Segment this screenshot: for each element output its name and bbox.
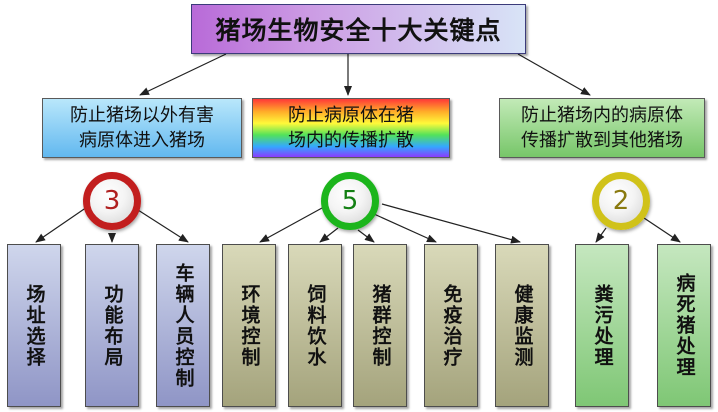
arrow-c-2 <box>643 217 681 243</box>
item-functional-layout: 功能布局 <box>85 244 139 407</box>
arrow-c-1 <box>595 227 607 243</box>
arrow-title-to-cat-a <box>139 53 227 96</box>
item-herd-control: 猪群控制 <box>353 244 407 407</box>
item-vehicle-personnel: 车辆人员控制 <box>156 244 210 407</box>
arrow-b-1 <box>259 207 323 243</box>
item-immunization: 免疫治疗 <box>424 244 478 407</box>
arrow-b-4 <box>373 213 437 243</box>
item-label: 免疫治疗 <box>440 283 463 368</box>
item-label: 饲料饮水 <box>304 283 327 368</box>
item-label: 功能布局 <box>101 283 124 368</box>
category-line: 病原体进入猪场 <box>79 130 205 151</box>
diagram-title: 猪场生物安全十大关键点 <box>191 4 526 54</box>
count-badge-outbound: 2 <box>592 172 650 230</box>
count-badge-internal: 5 <box>321 172 379 230</box>
item-dead-pig-treatment: 病死猪处理 <box>657 244 711 407</box>
category-box-outbound: 防止猪场内的病原体 传播扩散到其他猪场 <box>499 98 705 158</box>
arrow-a-3 <box>137 209 189 243</box>
item-feed-water: 饲料饮水 <box>288 244 342 407</box>
category-line: 防止病原体在猪 <box>288 105 414 126</box>
arrow-b-5 <box>381 203 521 244</box>
item-label: 病死猪处理 <box>673 273 696 378</box>
count-badge-external: 3 <box>83 172 141 230</box>
item-label: 环境控制 <box>238 283 261 368</box>
category-line: 场内的传播扩散 <box>288 130 414 151</box>
item-manure-treatment: 粪污处理 <box>575 244 629 407</box>
arrow-b-2 <box>319 227 339 243</box>
category-line: 防止猪场以外有害 <box>70 105 214 126</box>
item-label: 车辆人员控制 <box>172 262 195 389</box>
item-site-selection: 场址选择 <box>7 244 61 407</box>
item-label: 场址选择 <box>23 283 46 368</box>
arrow-a-1 <box>35 204 91 243</box>
category-box-internal: 防止病原体在猪 场内的传播扩散 <box>252 98 450 158</box>
category-line: 传播扩散到其他猪场 <box>521 130 683 151</box>
arrow-b-3 <box>357 229 375 243</box>
category-box-external: 防止猪场以外有害 病原体进入猪场 <box>42 98 242 158</box>
item-environment: 环境控制 <box>222 244 276 407</box>
item-label: 猪群控制 <box>369 283 392 368</box>
arrow-title-to-cat-c <box>517 53 591 96</box>
item-label: 健康监测 <box>511 283 534 368</box>
item-label: 粪污处理 <box>591 283 614 368</box>
item-health-monitoring: 健康监测 <box>495 244 549 407</box>
category-line: 防止猪场内的病原体 <box>521 105 683 126</box>
